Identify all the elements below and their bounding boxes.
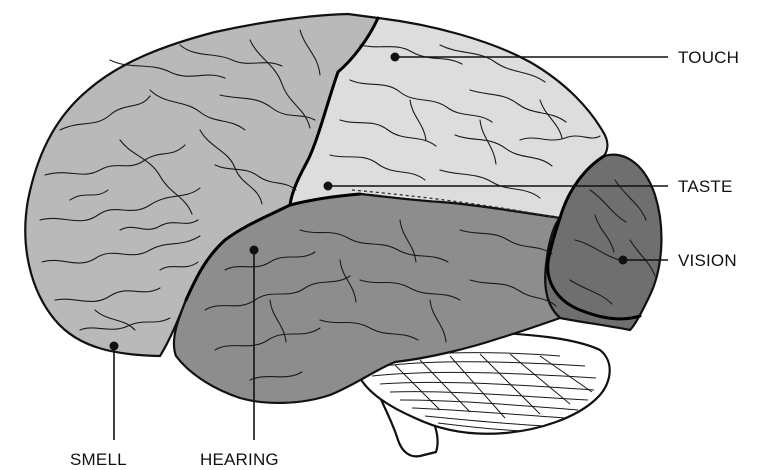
vision-label: VISION [678,251,737,270]
touch-label: TOUCH [678,48,739,67]
taste-label: TASTE [678,177,733,196]
hearing-label: HEARING [200,450,279,469]
label-smell: SMELL [70,342,127,470]
smell-label: SMELL [70,450,127,469]
